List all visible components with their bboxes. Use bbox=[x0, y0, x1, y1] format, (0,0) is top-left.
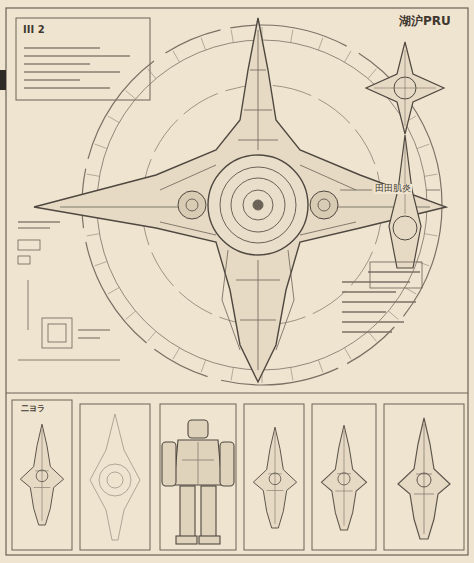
ring-tick bbox=[368, 331, 376, 341]
ring-tick bbox=[87, 174, 100, 176]
ring-tick bbox=[201, 38, 205, 50]
ring-tick bbox=[388, 311, 398, 319]
ring-tick bbox=[231, 367, 233, 380]
ring-tick bbox=[108, 288, 119, 295]
ring-tick bbox=[318, 360, 322, 372]
ring-tick bbox=[126, 91, 136, 99]
ring-tick bbox=[148, 69, 156, 79]
ring-tick bbox=[173, 51, 180, 62]
blueprint-label: 田田肌炎 bbox=[374, 184, 412, 194]
ring-tick bbox=[108, 116, 119, 123]
blueprint-label: 二ヨラ bbox=[20, 405, 46, 414]
ring-tick bbox=[345, 51, 352, 62]
blueprint-label: 湖沪PRU bbox=[398, 15, 452, 28]
blueprint-label: III 2 bbox=[22, 24, 46, 35]
ring-tick bbox=[95, 144, 107, 148]
ring-tick bbox=[231, 30, 233, 43]
ring-tick bbox=[87, 234, 100, 236]
ring-tick bbox=[417, 144, 429, 148]
ring-tick bbox=[318, 38, 322, 50]
ring-tick bbox=[368, 69, 376, 79]
ring-tick bbox=[291, 30, 293, 43]
ring-tick bbox=[424, 234, 437, 236]
ring-tick bbox=[95, 261, 107, 265]
ring-tick bbox=[173, 348, 180, 359]
ring-tick bbox=[345, 348, 352, 359]
ring-tick bbox=[405, 288, 416, 295]
ring-tick bbox=[126, 311, 136, 319]
ring-tick bbox=[148, 331, 156, 341]
ring-tick bbox=[291, 367, 293, 380]
ring-tick bbox=[424, 174, 437, 176]
ring-tick bbox=[201, 360, 205, 372]
